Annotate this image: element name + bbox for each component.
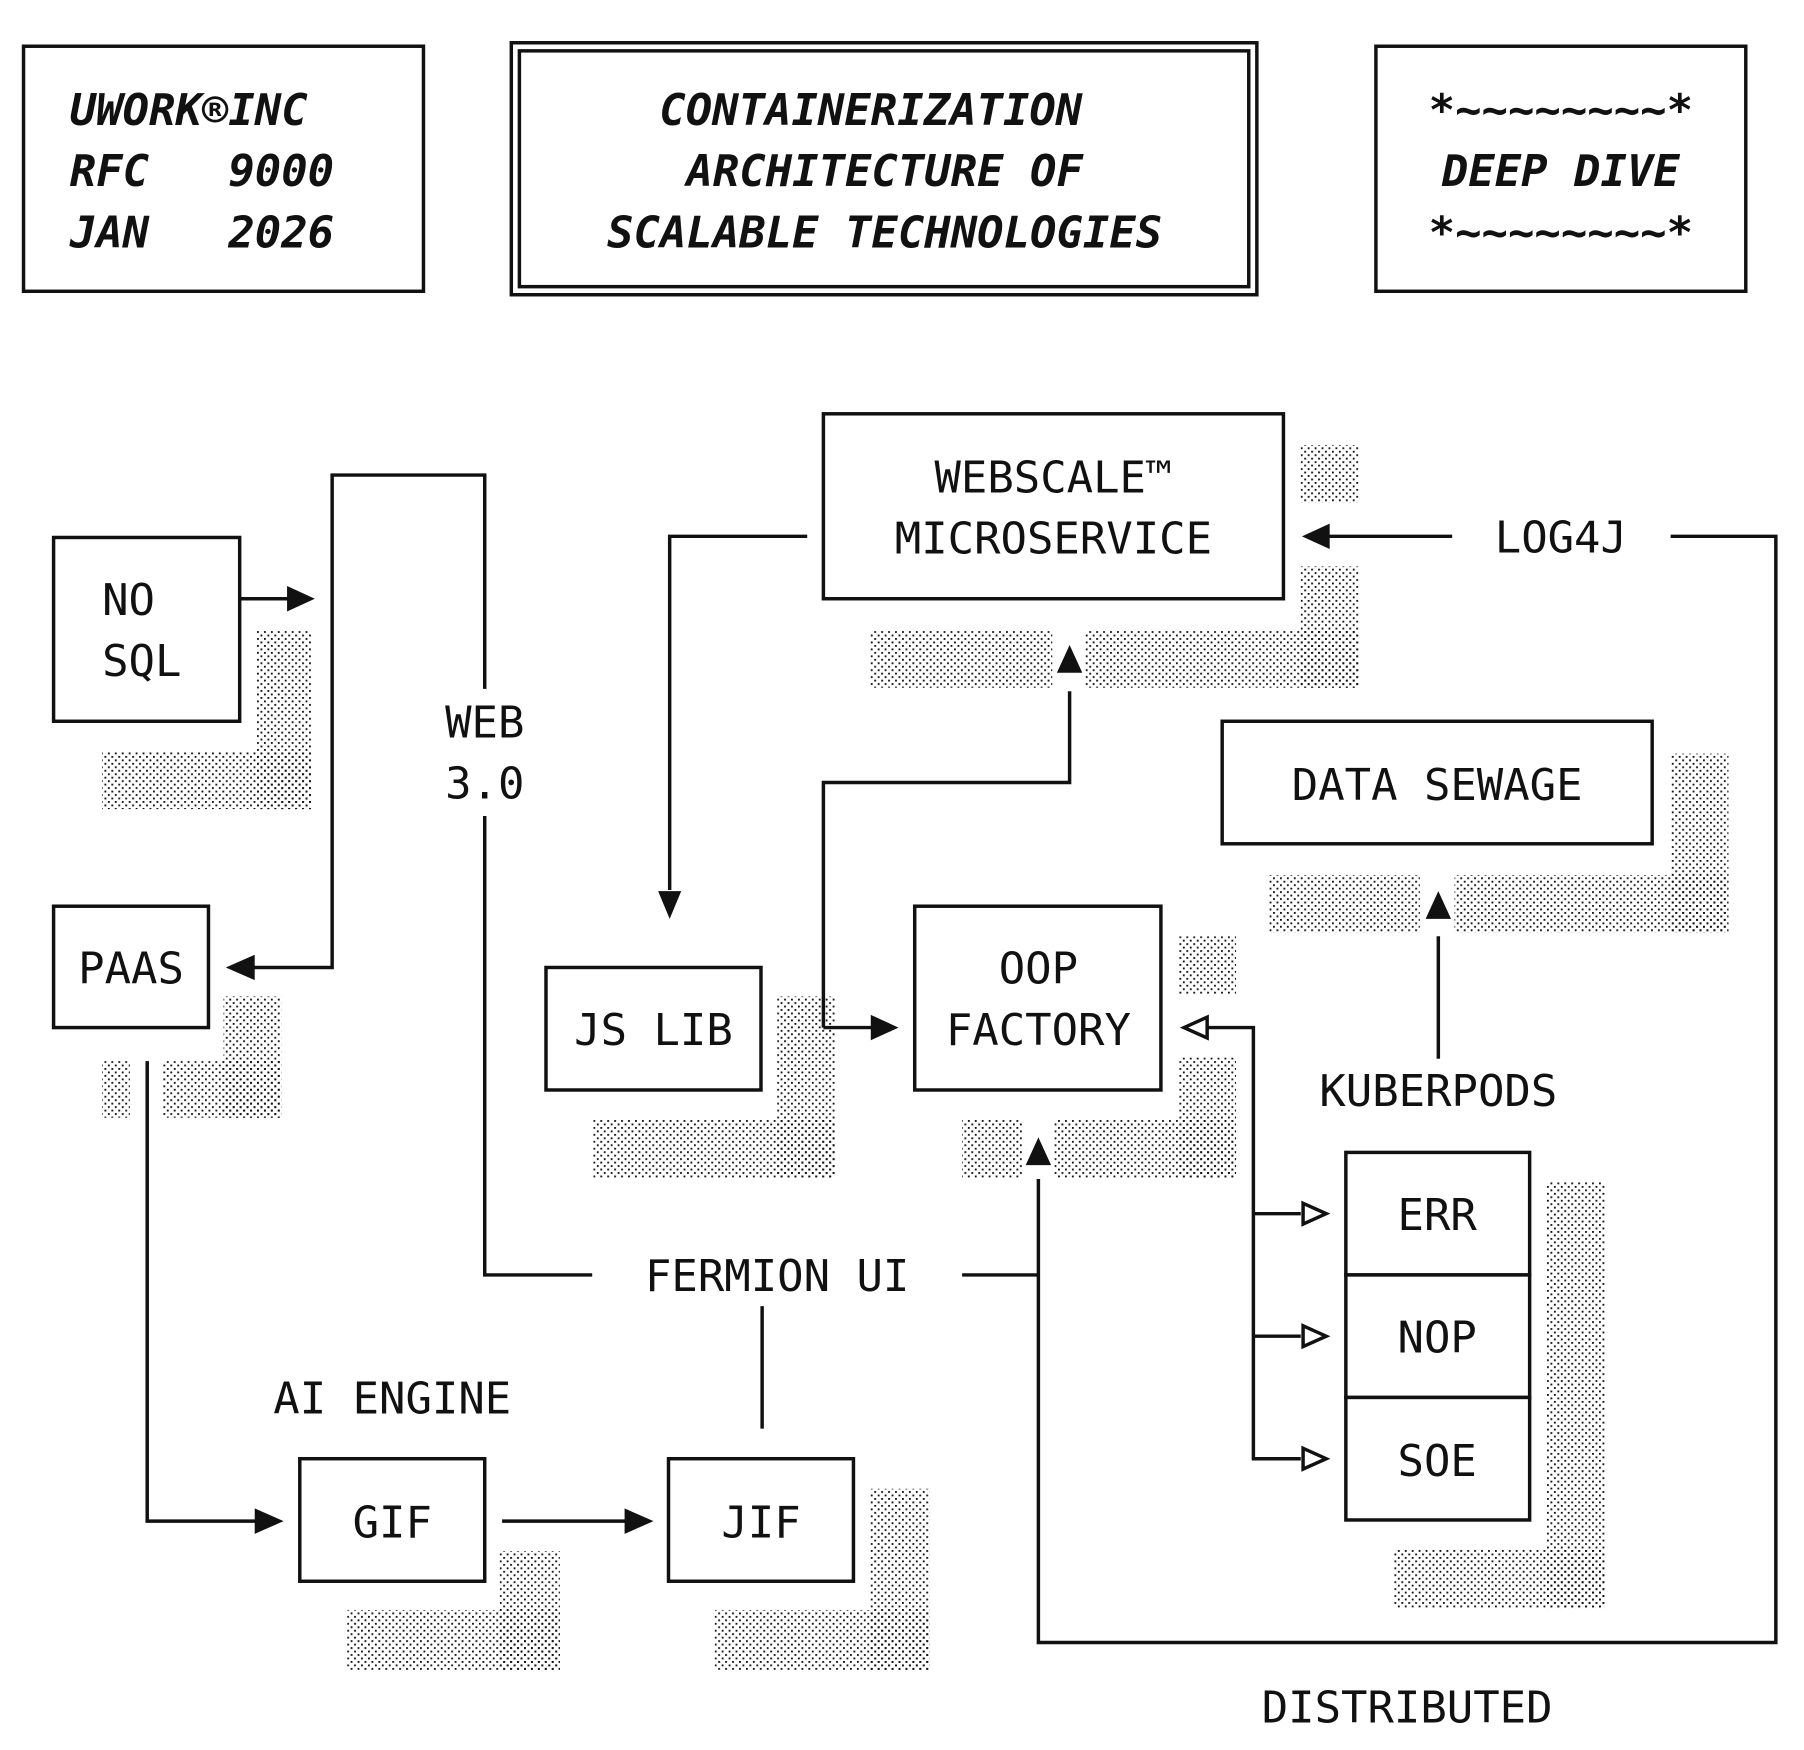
node-webscale-microservice[interactable]: WEBSCALE™ MICROSERVICE [821, 412, 1286, 601]
oop-shadow-icon [962, 1118, 1023, 1179]
connector-webscale-jslib [667, 534, 808, 891]
rfc-number: RFC 9000 [70, 146, 334, 197]
decor-line-bottom: *~~~~~~~~* [1429, 207, 1693, 258]
webscale-shadow-icon [1300, 445, 1359, 503]
nosql-label-line-2: SQL [102, 636, 181, 687]
connector-web3-loop [252, 473, 487, 970]
data-sewage-label: DATA SEWAGE [1292, 760, 1583, 811]
oop-label-line-2: FACTORY [946, 1005, 1131, 1056]
arrow-left-icon [225, 954, 255, 981]
company-name: UWORK®INC [70, 85, 308, 136]
distributed-label: DISTRIBUTED [1262, 1682, 1553, 1733]
nosql-shadow-icon [102, 751, 313, 810]
log4j-label: LOG4J [1495, 513, 1627, 564]
header-right-box: *~~~~~~~~* DEEP DIVE *~~~~~~~~* [1374, 44, 1748, 294]
doc-date: JAN 2026 [69, 207, 334, 258]
arrow-down-icon [658, 891, 682, 919]
webscale-label-line-1: WEBSCALE™ [934, 452, 1172, 503]
jif-shadow-icon [714, 1610, 930, 1671]
arrow-right-icon [287, 586, 315, 612]
web30-label-line-1: WEB [445, 697, 524, 748]
node-nop[interactable]: NOP [1344, 1273, 1532, 1400]
drop-shadows [102, 445, 1729, 1671]
node-oop-factory[interactable]: OOP FACTORY [912, 904, 1163, 1092]
arrow-right-icon [624, 1508, 654, 1534]
fermion-ui-label: FERMION UI [645, 1251, 909, 1302]
node-js-lib[interactable]: JS LIB [544, 965, 763, 1092]
node-paas[interactable]: PAAS [51, 904, 211, 1030]
node-soe[interactable]: SOE [1344, 1395, 1532, 1522]
header-title-box: CONTAINERIZATION ARCHITECTURE OF SCALABL… [509, 41, 1259, 297]
node-err[interactable]: ERR [1344, 1150, 1532, 1277]
oop-label-line-1: OOP [999, 944, 1078, 995]
open-arrow-right-icon [1301, 1200, 1331, 1227]
kuberpods-label: KUBERPODS [1319, 1066, 1557, 1117]
open-arrow-right-icon [1301, 1323, 1331, 1350]
node-data-sewage[interactable]: DATA SEWAGE [1220, 719, 1654, 846]
pods-shadow-icon [1393, 1548, 1605, 1609]
node-gif[interactable]: GIF [298, 1456, 487, 1583]
connector-log4j-distributed [1036, 534, 1778, 1645]
node-jif[interactable]: JIF [666, 1456, 856, 1583]
gif-shadow-icon [347, 1610, 560, 1671]
arrow-up-icon [1025, 1137, 1052, 1166]
arrow-up-icon [1056, 644, 1083, 673]
connectors [145, 473, 1778, 1645]
arrow-up-icon [1425, 891, 1452, 919]
nosql-label-line-1: NO [102, 575, 155, 626]
oop-shadow-icon [1178, 936, 1237, 995]
jif-label: JIF [721, 1497, 800, 1548]
connector-pods-bus [1208, 1025, 1301, 1461]
data-sewage-shadow-icon [1269, 875, 1420, 933]
open-arrow-left-icon [1179, 1014, 1209, 1041]
jslib-shadow-icon [593, 1118, 835, 1179]
connector-web3-fermion [482, 816, 593, 1277]
paas-shadow-icon [162, 1061, 282, 1118]
header-left-box: UWORK®INC RFC 9000 JAN 2026 [21, 44, 426, 294]
soe-label: SOE [1398, 1436, 1477, 1487]
ai-engine-label: AI ENGINE [273, 1374, 511, 1425]
data-sewage-shadow-icon [1454, 875, 1729, 933]
webscale-shadow-icon [1084, 629, 1359, 688]
err-label: ERR [1398, 1190, 1478, 1241]
title-line-2: ARCHITECTURE OF [683, 146, 1084, 197]
gif-label: GIF [353, 1497, 432, 1548]
nop-label: NOP [1398, 1312, 1477, 1363]
webscale-shadow-icon [869, 629, 1053, 688]
node-pods-stack: ERR NOP SOE [1344, 1150, 1532, 1522]
webscale-label-line-2: MICROSERVICE [895, 514, 1212, 565]
oop-shadow-icon [1054, 1118, 1237, 1179]
connector-oop-webscale [821, 691, 1072, 1028]
deep-dive-label: DEEP DIVE [1441, 146, 1680, 197]
title-line-1: CONTAINERIZATION [659, 85, 1083, 136]
open-arrow-right-icon [1301, 1445, 1331, 1472]
connector-paas-gif [145, 1061, 258, 1523]
title-line-3: SCALABLE TECHNOLOGIES [607, 207, 1162, 258]
pods-shadow-icon [1546, 1181, 1605, 1609]
decor-line-top: *~~~~~~~~* [1429, 85, 1693, 136]
arrow-right-icon [870, 1014, 899, 1041]
jslib-label: JS LIB [574, 1005, 733, 1056]
web30-label-line-2: 3.0 [445, 759, 524, 810]
arrow-left-icon [1301, 523, 1330, 550]
paas-shadow-icon [102, 1061, 130, 1118]
paas-label: PAAS [78, 944, 184, 995]
arrow-right-icon [254, 1508, 284, 1534]
node-nosql[interactable]: NO SQL [51, 535, 242, 724]
